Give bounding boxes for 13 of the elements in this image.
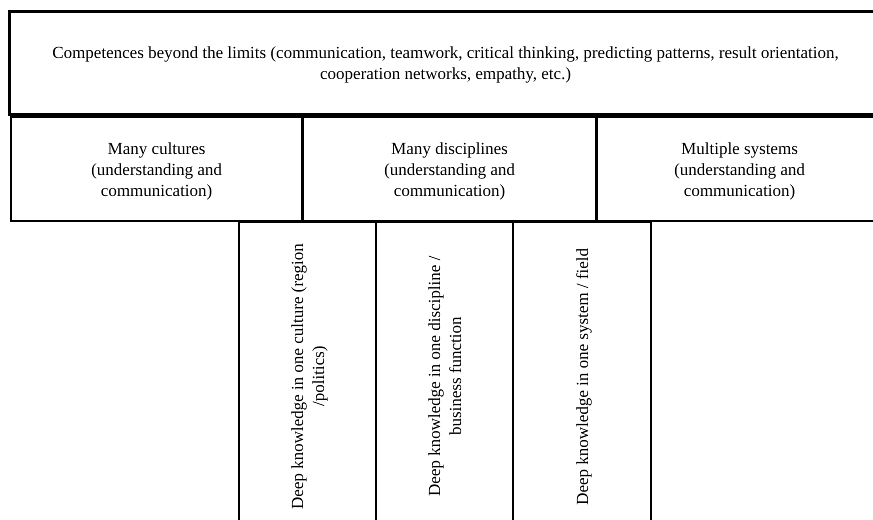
box-text: Many cultures (understanding and communication) [90, 138, 223, 200]
box-text: Competences beyond the limits (communication, teamwork, critical thinking, predicting patterns, result orientation, cooperation networks, empathy, etc.) [51, 42, 840, 84]
category-box [596, 116, 873, 222]
box-text: Deep knowledge in one system / field [572, 248, 592, 504]
category-box [302, 116, 597, 222]
box-text: Many disciplines (understanding and communication) [383, 138, 516, 200]
column-box [512, 221, 652, 520]
category-box [10, 116, 303, 222]
box-text: Deep knowledge in one culture (region /politics) [286, 242, 328, 511]
box-text: Deep knowledge in one discipline / business function [424, 254, 466, 498]
box-text: Multiple systems (understanding and communication) [673, 138, 806, 200]
column-box [238, 221, 377, 520]
category-box [8, 10, 873, 116]
